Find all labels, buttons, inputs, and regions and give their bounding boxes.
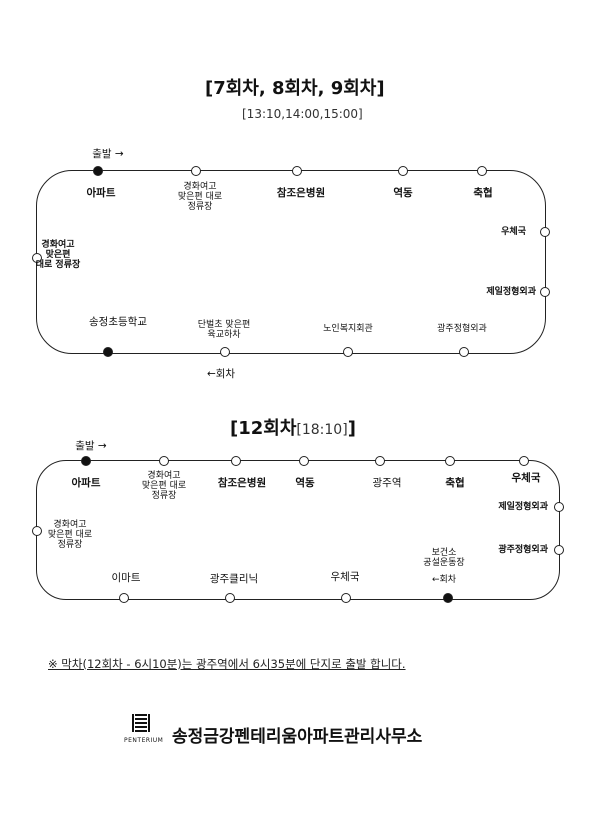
label-gwangju-ortho-2: 광주정형외과: [498, 545, 548, 555]
label-gyeonghwa-left-1: 경화여고 맞은편 대로 정류장: [35, 240, 81, 270]
label-songjeong-school-1: 송정초등학교: [89, 316, 147, 328]
section2-title: [12회차[18:10]]: [230, 414, 356, 440]
label-post-1: 우체국: [501, 227, 526, 237]
label-chamjoeun-2: 참조은병원: [217, 477, 267, 489]
penterium-logo: PENTERIUM: [124, 712, 163, 746]
stop-gyeonghwa-left-2: [32, 526, 42, 536]
stop-health-center-2: [443, 593, 453, 603]
stop-danbeol-1: [220, 347, 230, 357]
label-emart-2: 이마트: [111, 572, 141, 584]
stop-chamjoeun-2: [231, 456, 241, 466]
label-chukhyup-2: 축협: [445, 477, 465, 489]
last-bus-notice: ※ 막차(12회차 - 6시10분)는 광주역에서 6시35분에 단지로 출발 …: [48, 657, 406, 671]
stop-apt-1: [93, 166, 103, 176]
label-health-center-2: 보건소 공설운동장: [423, 548, 465, 568]
stop-senior-1: [343, 347, 353, 357]
office-name: 송정금강펜테리움아파트관리사무소: [172, 727, 423, 747]
stop-post-2: [519, 456, 529, 466]
stop-gwangju-station-2: [375, 456, 385, 466]
stop-chamjoeun-1: [292, 166, 302, 176]
label-post-bottom-2: 우체국: [330, 571, 360, 583]
penterium-logo-icon: [132, 714, 150, 732]
label-apt-1: 아파트: [86, 187, 116, 199]
section2-title-end: ]: [347, 418, 356, 439]
label-gwangju-ortho-1: 광주정형외과: [437, 324, 487, 334]
label-gyeonghwa-top-2: 경화여고 맞은편 대로 정류장: [141, 471, 187, 501]
stop-post-1: [540, 227, 550, 237]
stop-gyeonghwa-top-2: [159, 456, 169, 466]
label-chamjoeun-1: 참조은병원: [276, 187, 326, 199]
section1-times: [13:10,14:00,15:00]: [242, 107, 363, 121]
label-yeokdong-2: 역동: [295, 477, 315, 489]
stop-chukhyup-1: [477, 166, 487, 176]
label-post-2: 우체국: [511, 472, 541, 484]
stop-gwangju-clinic-2: [225, 593, 235, 603]
section2-title-main: [12회차: [230, 418, 297, 439]
label-jeil-2: 제일정형외과: [498, 502, 548, 512]
stop-gwangju-ortho-2: [554, 545, 564, 555]
stop-yeokdong-2: [299, 456, 309, 466]
section2-time: [18:10]: [296, 422, 348, 438]
label-gwangju-clinic-2: 광주클리닉: [209, 573, 259, 585]
stop-post-bottom-2: [341, 593, 351, 603]
return-label-1: ←회차: [206, 368, 236, 380]
label-gwangju-station-2: 광주역: [372, 477, 402, 489]
depart-label-1: 출발 →: [92, 148, 124, 160]
label-danbeol-1: 단벌초 맞은편 육교하차: [197, 320, 251, 340]
stop-gwangju-ortho-1: [459, 347, 469, 357]
label-senior-1: 노인복지회관: [323, 324, 373, 334]
depart-label-2: 출발 →: [75, 440, 107, 452]
label-gyeonghwa-left-2: 경화여고 맞은편 대로 정류장: [47, 520, 93, 550]
return-label-2: ←회차: [431, 575, 457, 585]
stop-gyeonghwa-left-1: [32, 253, 42, 263]
stop-gyeonghwa-top-1: [191, 166, 201, 176]
stop-apt-2: [81, 456, 91, 466]
label-apt-2: 아파트: [71, 477, 101, 489]
label-gyeonghwa-top-1: 경화여고 맞은편 대로 정류장: [177, 182, 223, 212]
stop-emart-2: [119, 593, 129, 603]
label-yeokdong-1: 역동: [393, 187, 413, 199]
stop-songjeong-school-1: [103, 347, 113, 357]
stop-yeokdong-1: [398, 166, 408, 176]
logo-text: PENTERIUM: [124, 737, 164, 744]
label-chukhyup-1: 축협: [473, 187, 493, 199]
stop-jeil-2: [554, 502, 564, 512]
stop-jeil-1: [540, 287, 550, 297]
label-jeil-1: 제일정형외과: [486, 287, 536, 297]
section1-title: [7회차, 8회차, 9회차]: [205, 78, 385, 99]
stop-chukhyup-2: [445, 456, 455, 466]
